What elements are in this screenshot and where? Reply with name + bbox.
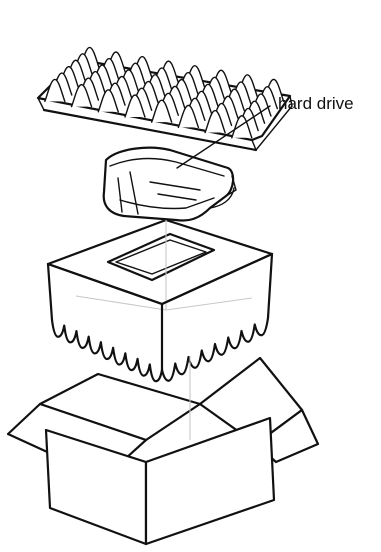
foam-insert-icon xyxy=(48,220,272,381)
open-box-icon xyxy=(8,356,318,544)
hard-drive-bag-icon xyxy=(104,148,236,221)
hard-drive-callout-label: hard drive xyxy=(278,94,354,114)
egg-crate-foam-icon xyxy=(38,47,292,150)
